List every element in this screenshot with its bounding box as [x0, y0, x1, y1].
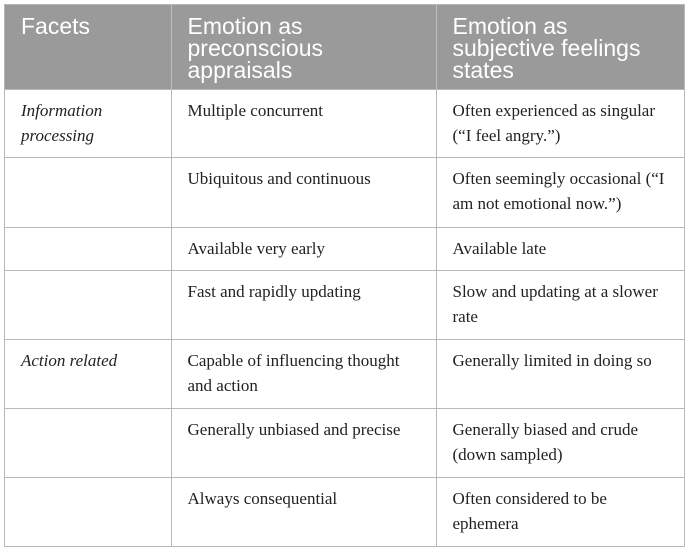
facet-cell [5, 407, 171, 478]
preconscious-cell: Multiple concurrent [170, 88, 436, 158]
header-row: Facets Emotion as preconscious appraisal… [5, 5, 684, 90]
facet-cell: Action related [5, 339, 171, 409]
table-row: Available very early Available late [5, 226, 684, 271]
table-row: Ubiquitous and continuous Often seemingl… [5, 157, 684, 228]
header-facets: Facets [5, 5, 171, 90]
subjective-cell: Available late [435, 226, 684, 271]
table-row: Generally unbiased and precise Generally… [5, 407, 684, 478]
subjective-cell: Generally limited in doing so [435, 339, 684, 409]
subjective-cell: Often seemingly occasional (“I am not em… [435, 157, 684, 228]
comparison-table-container: Facets Emotion as preconscious appraisal… [4, 4, 685, 547]
preconscious-cell: Ubiquitous and continuous [170, 157, 436, 228]
preconscious-cell: Capable of influencing thought and actio… [170, 339, 436, 409]
table-row: Action related Capable of influencing th… [5, 339, 684, 409]
facet-cell [5, 477, 171, 546]
preconscious-cell: Generally unbiased and precise [170, 407, 436, 478]
facet-cell [5, 157, 171, 228]
table-row: Always consequential Often considered to… [5, 477, 684, 546]
subjective-cell: Slow and updating at a slower rate [435, 269, 684, 340]
header-preconscious-appraisals: Emotion as preconscious appraisals [170, 5, 436, 90]
emotion-comparison-table: Facets Emotion as preconscious appraisal… [5, 5, 684, 546]
facet-cell: Information processing [5, 88, 171, 158]
subjective-cell: Generally biased and crude (down sampled… [435, 407, 684, 478]
table-body: Information processing Multiple concurre… [5, 88, 684, 546]
table-row: Fast and rapidly updating Slow and updat… [5, 269, 684, 340]
subjective-cell: Often experienced as singular (“I feel a… [435, 88, 684, 158]
preconscious-cell: Available very early [170, 226, 436, 271]
preconscious-cell: Always consequential [170, 477, 436, 546]
preconscious-cell: Fast and rapidly updating [170, 269, 436, 340]
facet-cell [5, 226, 171, 271]
header-subjective-feelings: Emotion as subjective feelings states [435, 5, 684, 90]
table-row: Information processing Multiple concurre… [5, 88, 684, 158]
table-header: Facets Emotion as preconscious appraisal… [5, 5, 684, 90]
facet-cell [5, 269, 171, 340]
subjective-cell: Often considered to be ephemera [435, 477, 684, 546]
